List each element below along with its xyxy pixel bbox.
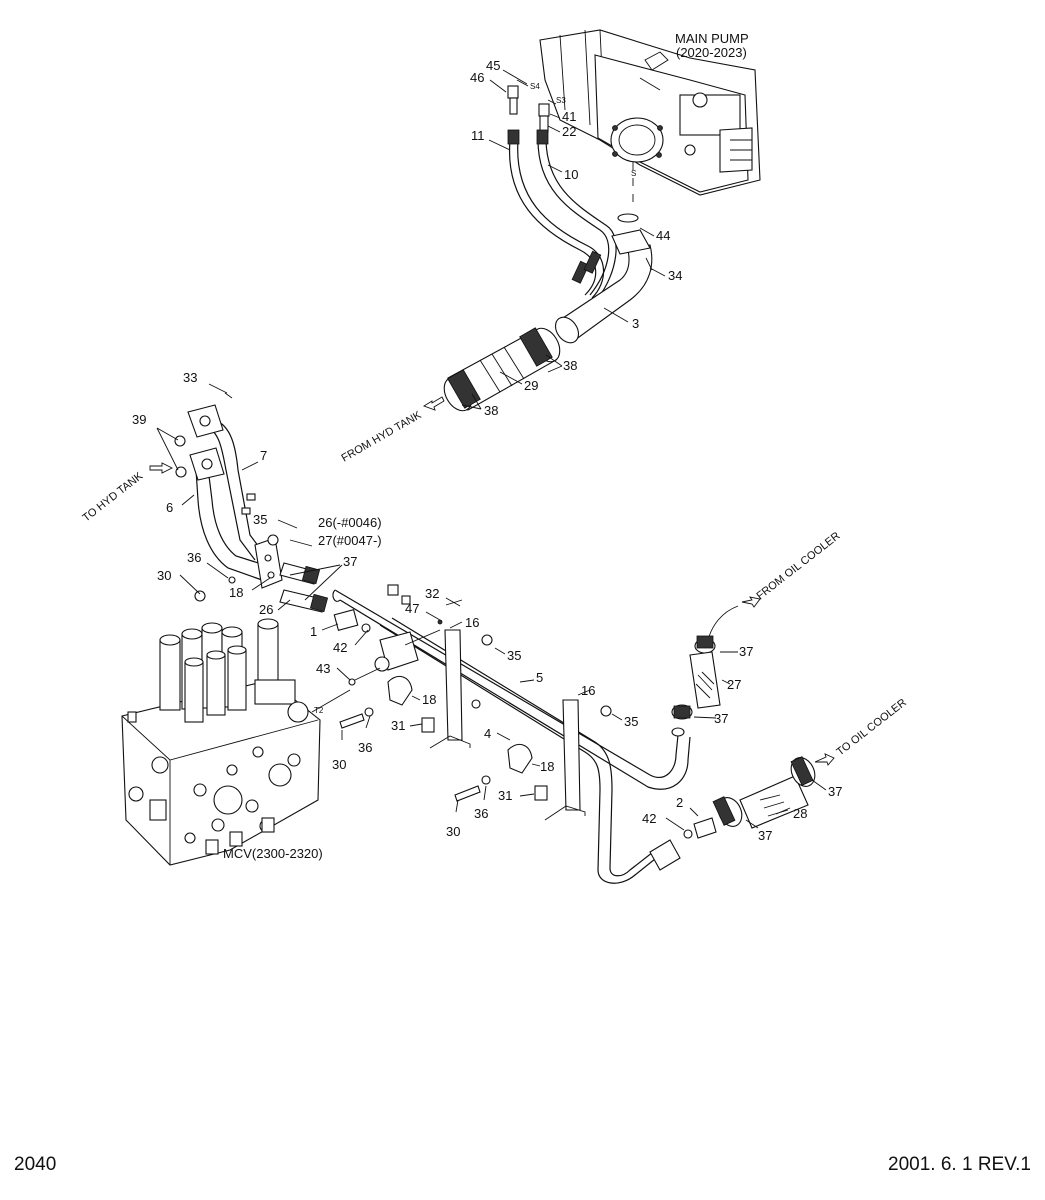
callout-18-upper: 18 <box>229 585 243 600</box>
callout-6: 6 <box>166 500 173 515</box>
port-mark-s3: S3 <box>556 96 566 105</box>
callout-1: 1 <box>310 624 317 639</box>
mounting-hardware <box>339 707 548 802</box>
to-hyd-tank-arrow <box>149 462 174 474</box>
callout-30-lower: 30 <box>446 824 460 839</box>
callout-32: 32 <box>425 586 439 601</box>
callout-37-lower: 37 <box>758 828 772 843</box>
from-oil-cooler-hose <box>671 596 761 737</box>
callout-33: 33 <box>183 370 197 385</box>
from-hyd-tank-note: FROM HYD TANK <box>340 409 425 465</box>
callout-2: 2 <box>676 795 683 810</box>
mcv-label: MCV(2300-2320) <box>223 846 323 861</box>
callout-39: 39 <box>132 412 146 427</box>
port-mark-t2: T2 <box>314 706 324 715</box>
callout-3: 3 <box>632 316 639 331</box>
callout-22: 22 <box>562 124 576 139</box>
callout-11: 11 <box>471 128 485 143</box>
port-mark-s: S <box>631 169 636 178</box>
callouts: 45 46 41 22 11 10 44 34 3 38 29 38 33 39… <box>132 58 842 843</box>
suction-hoses <box>507 129 617 299</box>
return-block-fittings <box>194 534 329 613</box>
callout-28: 28 <box>793 806 807 821</box>
callout-18-mid: 18 <box>422 692 436 707</box>
callout-41: 41 <box>562 109 576 124</box>
callout-37-cooler-mid: 37 <box>714 711 728 726</box>
from-hyd-tank-arrow <box>422 396 445 411</box>
callout-27: 27 <box>727 677 741 692</box>
main-pump-label: MAIN PUMP <box>675 31 749 46</box>
main-pump-range: (2020-2023) <box>676 45 747 60</box>
callout-34: 34 <box>668 268 682 283</box>
from-oil-cooler-note: FROM OIL COOLER <box>754 530 842 602</box>
leader-lines <box>156 69 827 831</box>
mcv-valve <box>121 618 351 866</box>
callout-44: 44 <box>656 228 670 243</box>
callout-36-upper: 36 <box>187 550 201 565</box>
callout-18-lower: 18 <box>540 759 554 774</box>
callout-26-range: 26(-#0046) <box>318 515 382 530</box>
to-hyd-tank-note: TO HYD TANK <box>80 470 145 525</box>
callout-16-upper: 16 <box>465 615 479 630</box>
callout-46: 46 <box>470 70 484 85</box>
callout-43: 43 <box>316 661 330 676</box>
callout-27-range: 27(#0047-) <box>318 533 382 548</box>
pipe-brackets <box>387 629 612 821</box>
callout-37-cooler-top: 37 <box>739 644 753 659</box>
port-mark-s4: S4 <box>530 82 540 91</box>
callout-38-lower: 38 <box>484 403 498 418</box>
callout-31-lower: 31 <box>498 788 512 803</box>
callout-42-upper: 42 <box>333 640 347 655</box>
revision-date: 2001. 6. 1 REV.1 <box>888 1154 1031 1175</box>
suction-hose-29 <box>443 327 561 412</box>
page-number: 2040 <box>14 1154 57 1175</box>
pump-fittings <box>507 79 557 133</box>
mcv-spool-caps <box>159 618 279 723</box>
callout-7: 7 <box>260 448 267 463</box>
callout-36-lower: 36 <box>474 806 488 821</box>
callout-16-lower: 16 <box>581 683 595 698</box>
cooler-pipes <box>332 589 691 884</box>
callout-47: 47 <box>405 601 419 616</box>
callout-4: 4 <box>484 726 491 741</box>
callout-38-upper: 38 <box>563 358 577 373</box>
to-oil-cooler-note: TO OIL COOLER <box>834 697 908 759</box>
callout-31-upper: 31 <box>391 718 405 733</box>
callout-10: 10 <box>564 167 578 182</box>
callout-37-far: 37 <box>828 784 842 799</box>
callout-30-upper: 30 <box>157 568 171 583</box>
tee-fittings <box>333 584 463 686</box>
to-oil-cooler-hose <box>649 753 835 871</box>
callout-30-mid: 30 <box>332 757 346 772</box>
return-pipes <box>174 392 269 581</box>
callout-36-mid: 36 <box>358 740 372 755</box>
callout-29: 29 <box>524 378 538 393</box>
main-pump <box>539 29 761 202</box>
callout-35-lower: 35 <box>624 714 638 729</box>
callout-37-upper: 37 <box>343 554 357 569</box>
suction-elbow-pipe <box>554 213 653 344</box>
callout-5: 5 <box>536 670 543 685</box>
callout-35-mid: 35 <box>507 648 521 663</box>
callout-35-upper: 35 <box>253 512 267 527</box>
callout-42-lower: 42 <box>642 811 656 826</box>
callout-45: 45 <box>486 58 500 73</box>
callout-26: 26 <box>259 602 273 617</box>
